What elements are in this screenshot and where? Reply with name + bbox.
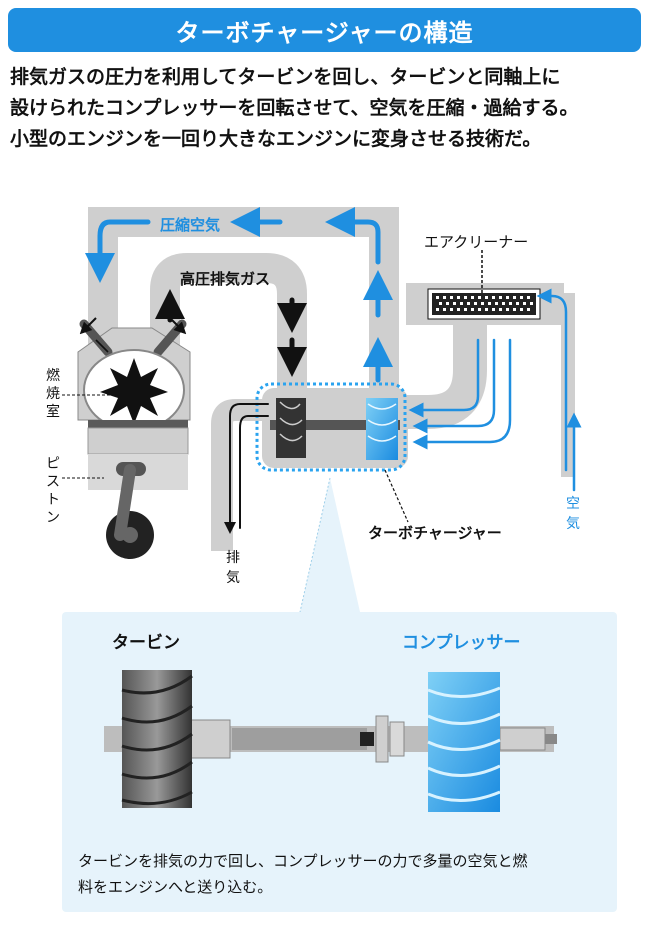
piston-label: ピ ス ト ン: [46, 456, 60, 526]
svg-text:ピ: ピ: [46, 456, 60, 472]
exhaust-flow: [155, 289, 307, 377]
turbine-detail: [121, 670, 193, 808]
air-cleaner-label: エアクリーナー: [424, 233, 528, 251]
caption-line: タービンを排気の力で回し、コンプレッサーの力で多量の空気と燃: [78, 852, 528, 870]
turbine-wheel: [276, 398, 306, 458]
air-cleaner: [406, 250, 564, 325]
svg-text:気: 気: [566, 516, 580, 532]
svg-text:気: 気: [226, 570, 240, 586]
intro-line: 小型のエンジンを一回り大きなエンジンに変身させる技術だ。: [10, 128, 542, 150]
svg-text:室: 室: [46, 403, 60, 420]
page-title: ターボチャージャーの構造: [175, 18, 474, 47]
svg-text:ト: ト: [46, 492, 60, 508]
high-pressure-exhaust-label: 高圧排気ガス: [180, 270, 270, 288]
svg-text:空: 空: [566, 496, 580, 512]
engine: [62, 317, 191, 559]
compressor-wheel: [366, 398, 398, 460]
detail-caption: タービンを排気の力で回し、コンプレッサーの力で多量の空気と燃 料をエンジンへと送…: [78, 848, 598, 900]
turbine-title: タービン: [112, 633, 180, 653]
caption-line: 料をエンジンへと送り込む。: [78, 878, 273, 896]
compressor-detail: [427, 672, 501, 812]
intro-line: 設けられたコンプレッサーを回転させて、空気を圧縮・過給する。: [10, 97, 579, 119]
intake-air-flow: [408, 288, 582, 492]
svg-text:燃: 燃: [46, 367, 60, 384]
turbocharger-unit: [255, 382, 409, 523]
svg-text:焼: 焼: [46, 386, 60, 402]
explosion-icon: [100, 358, 168, 424]
compressor-title: コンプレッサー: [402, 632, 521, 653]
combustion-chamber-label: 燃 焼 室: [46, 367, 60, 420]
compressed-air-label: 圧縮空気: [160, 216, 220, 234]
zoom-callout-beam: [300, 478, 360, 612]
svg-text:ス: ス: [46, 474, 60, 490]
exhaust-out-flow: [224, 403, 269, 534]
intro-text: 排気ガスの圧力を利用してタービンを回し、タービンと同軸上に 設けられたコンプレッ…: [10, 62, 646, 155]
svg-text:ン: ン: [46, 510, 60, 526]
compressed-air-flow: [85, 207, 393, 383]
title-banner: ターボチャージャーの構造: [8, 8, 641, 52]
intake-valve: [79, 317, 113, 357]
turbocharger-label: ターボチャージャー: [368, 524, 502, 542]
intro-line: 排気ガスの圧力を利用してタービンを回し、タービンと同軸上に: [10, 66, 561, 88]
svg-text:排: 排: [226, 550, 240, 566]
air-label: 空 気: [566, 496, 580, 532]
exhaust-label: 排 気: [226, 550, 240, 586]
